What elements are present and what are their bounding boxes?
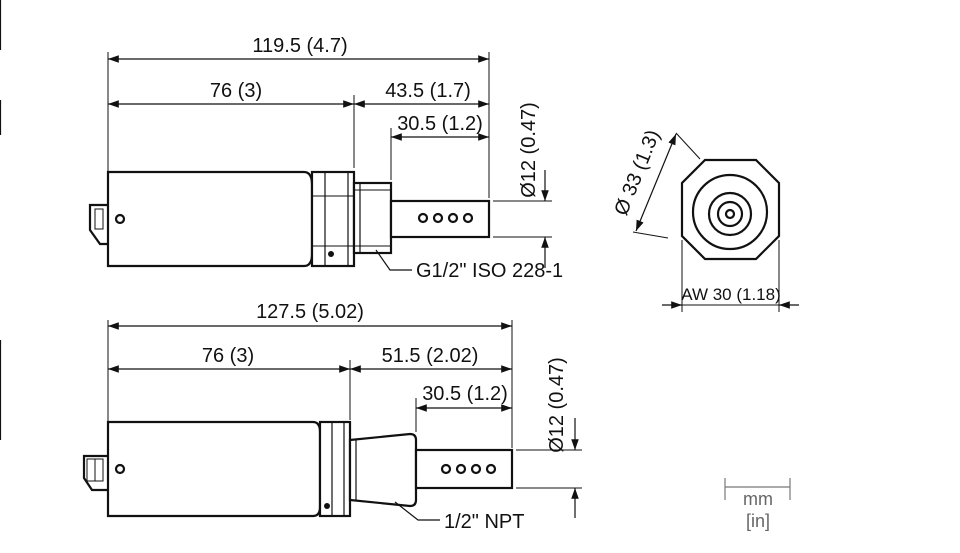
top-sensor-view [88, 170, 491, 268]
end-view [680, 158, 781, 261]
top-dim-diameter: Ø12 (0.47) [518, 102, 540, 198]
units-legend: mm [in] [724, 478, 791, 531]
units-legend-secondary: [in] [746, 511, 770, 531]
bottom-dim-diameter: Ø12 (0.47) [546, 357, 568, 453]
top-dim-probe: 43.5 (1.7) [385, 80, 471, 102]
top-thread-label: G1/2" ISO 228-1 [416, 260, 563, 282]
bottom-dim-overall: 127.5 (5.02) [256, 301, 364, 323]
top-dim-filter: 30.5 (1.2) [397, 113, 483, 135]
bottom-dimension-labels: 127.5 (5.02) 76 (3) 51.5 (2.02) 30.5 (1.… [202, 301, 568, 533]
top-dim-body: 76 (3) [210, 80, 262, 102]
bottom-dim-probe: 51.5 (2.02) [382, 345, 479, 367]
bottom-sensor-view [82, 420, 514, 518]
bottom-dim-filter: 30.5 (1.2) [422, 383, 508, 405]
units-legend-primary: mm [743, 489, 773, 509]
bottom-dimension-lines [107, 320, 582, 521]
top-dimension-labels: 119.5 (4.7) 76 (3) 43.5 (1.7) 30.5 (1.2)… [210, 35, 563, 282]
end-dim-wrench: AW 30 (1.18) [681, 285, 781, 304]
top-dim-overall: 119.5 (4.7) [252, 35, 347, 57]
bottom-thread-label: 1/2" NPT [444, 511, 524, 533]
bottom-dim-body: 76 (3) [202, 345, 254, 367]
end-dim-diameter: Ø 33 (1.3) [610, 127, 664, 219]
top-dimension-lines [107, 52, 552, 271]
